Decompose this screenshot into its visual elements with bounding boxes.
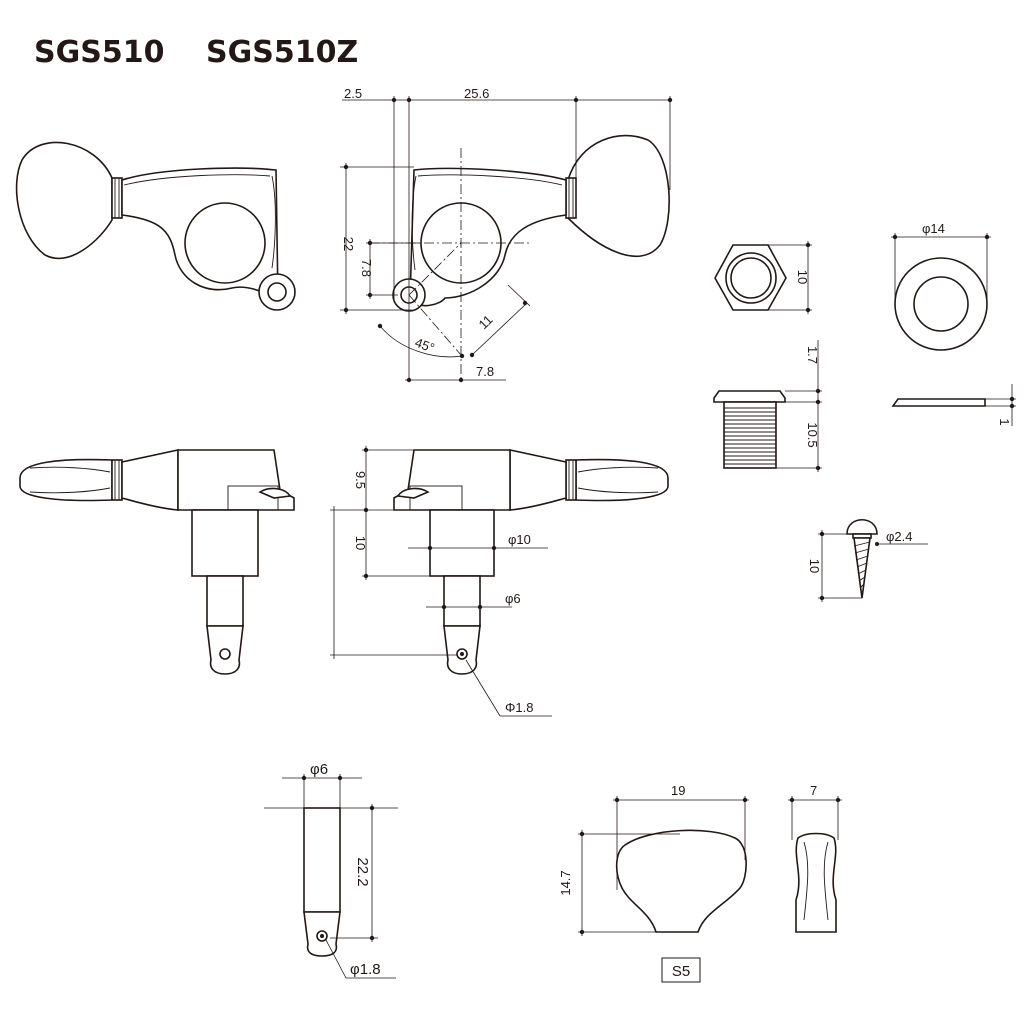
dim-post-detail-hole: φ1.8 bbox=[350, 961, 381, 978]
dimension-lines-side bbox=[330, 446, 552, 717]
post-detail bbox=[264, 774, 398, 979]
dim-button-side: 7 bbox=[810, 783, 817, 798]
dim-screw-diameter: φ2.4 bbox=[886, 529, 913, 544]
bushing-side-view bbox=[713, 340, 822, 472]
model-title-sgs510z: SGS510Z bbox=[206, 35, 358, 70]
button-model-label: S5 bbox=[672, 963, 690, 980]
model-title-sgs510: SGS510 bbox=[34, 35, 164, 70]
dim-post-detail-length: 22.2 bbox=[354, 857, 371, 886]
tuner-side-view-right bbox=[393, 449, 669, 675]
dim-post-diameter: φ6 bbox=[505, 591, 521, 606]
dim-button-height: 14.7 bbox=[558, 870, 573, 895]
washer bbox=[891, 233, 991, 351]
button-s5-front bbox=[578, 796, 749, 936]
button-s5-side bbox=[788, 796, 842, 933]
dimension-lines-top bbox=[340, 96, 673, 383]
screw bbox=[818, 519, 928, 602]
button-model-label-box bbox=[661, 957, 701, 983]
dim-post-base-diameter: φ10 bbox=[508, 532, 531, 547]
dim-nut-height: 10 bbox=[795, 270, 810, 284]
hex-nut bbox=[714, 241, 812, 314]
dim-washer-thickness: 1 bbox=[997, 418, 1012, 425]
tuner-top-view-right bbox=[370, 134, 670, 380]
tuner-top-view-left bbox=[15, 141, 296, 311]
dim-top-offset: 2.5 bbox=[344, 86, 362, 101]
dim-angle: 45° bbox=[413, 335, 437, 356]
dim-bottom-offset: 7.8 bbox=[476, 364, 494, 379]
dim-height-22: 22 bbox=[341, 237, 356, 251]
dim-side-mid: 10 bbox=[353, 536, 368, 550]
dim-post-offset: 7.8 bbox=[359, 259, 374, 277]
dim-side-top: 9.5 bbox=[353, 471, 368, 489]
dim-screw-length: 10 bbox=[807, 559, 822, 573]
dim-top-width: 25.6 bbox=[464, 86, 489, 101]
dim-hole-diameter: Φ1.8 bbox=[505, 700, 533, 715]
dim-bushing-head: 1.7 bbox=[805, 346, 820, 364]
tuner-side-view-left bbox=[19, 449, 295, 675]
washer-side-view bbox=[891, 384, 1016, 426]
dim-post-detail-diameter: φ6 bbox=[310, 761, 328, 778]
dim-washer-diameter: φ14 bbox=[922, 221, 945, 236]
dim-diagonal: 11 bbox=[476, 312, 496, 332]
dim-bushing-thread: 10.5 bbox=[805, 422, 820, 447]
dim-button-width: 19 bbox=[671, 783, 685, 798]
